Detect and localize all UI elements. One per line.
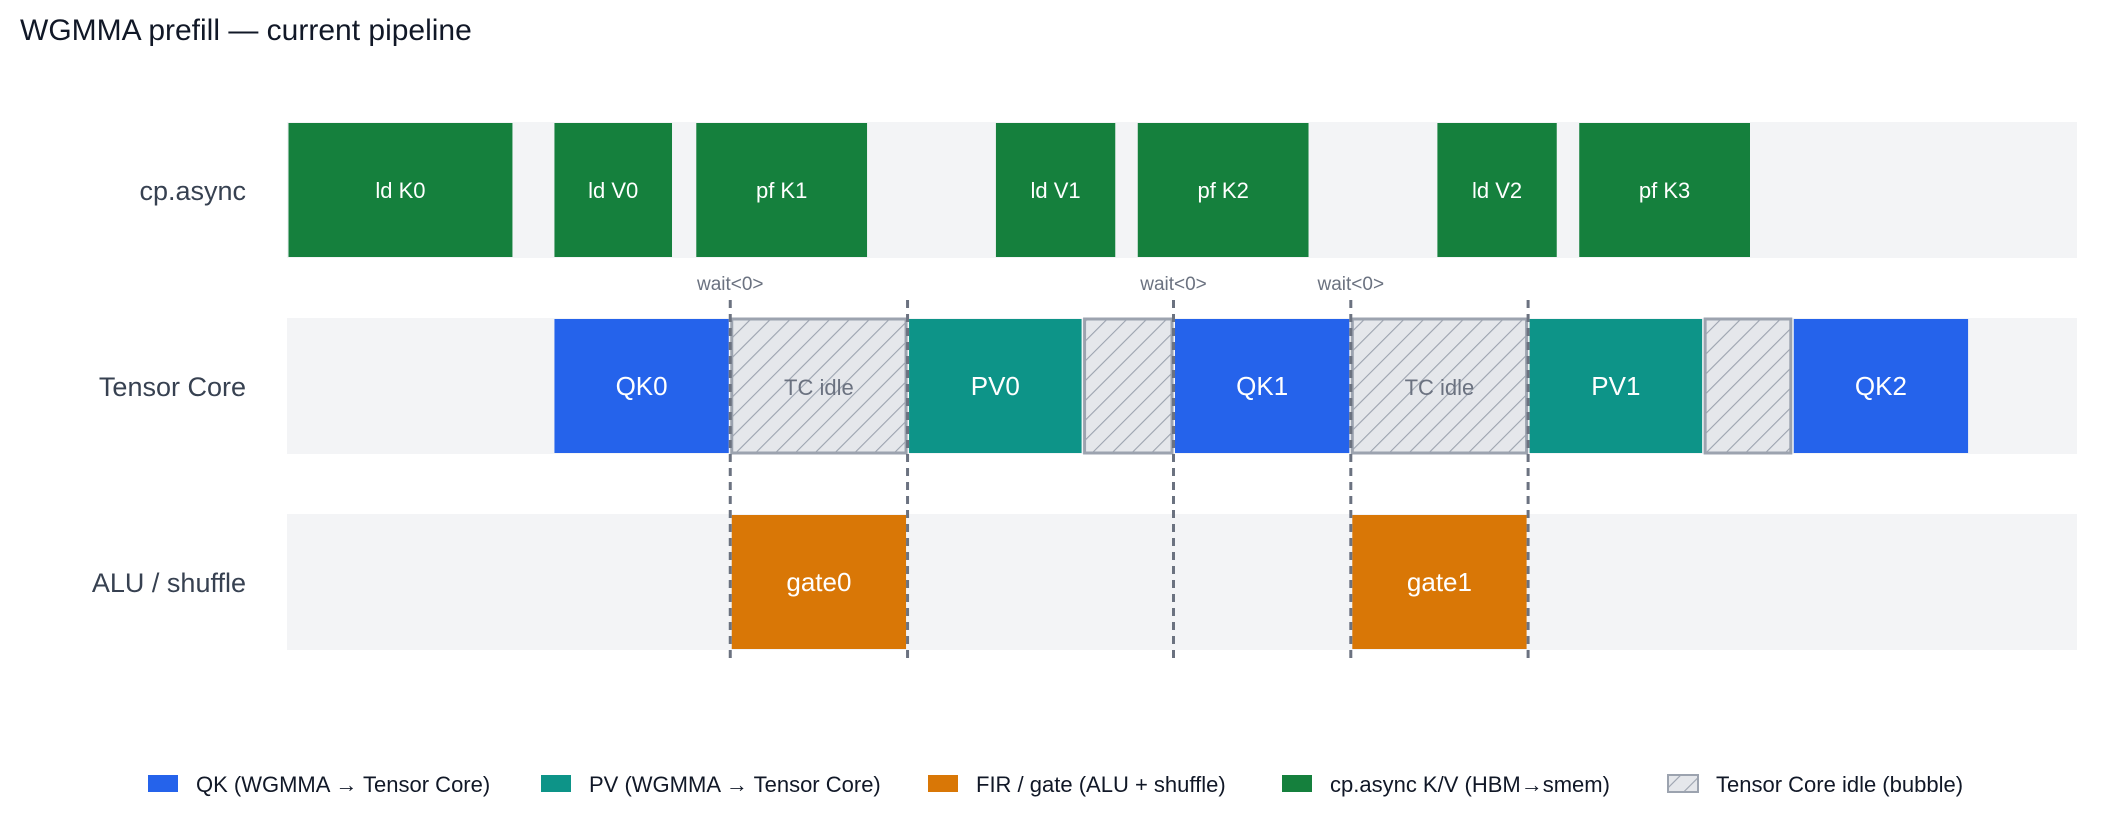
pv-block (909, 319, 1082, 453)
legend-swatch (148, 775, 178, 792)
legend-item-pv: PV (WGMMA → Tensor Core) (541, 772, 881, 797)
markers-layer: wait<0> wait<0> wait<0> (696, 274, 1530, 662)
wait-marker-label: wait<0> (696, 274, 764, 295)
pv-block (1529, 319, 1703, 453)
legend-item-idle: Tensor Core idle (bubble) (1667, 772, 1963, 797)
legend-swatch (541, 775, 571, 792)
legend-label: Tensor Core idle (bubble) (1716, 772, 1963, 797)
block-qk2: QK2 (1793, 319, 1969, 453)
legend-item-cpasync: cp.async K/V (HBM→smem) (1282, 772, 1610, 797)
wait-marker-label: wait<0> (1317, 274, 1385, 295)
block-label: TC idle (784, 375, 854, 400)
lane-label: Tensor Core (99, 372, 246, 402)
block-gate1: gate1 (1352, 515, 1527, 649)
block-label: ld V2 (1472, 178, 1522, 203)
lane-tensor: Tensor Core QK0 TC idle PV0 QK1 TC idle PV1 QK2 (99, 317, 2077, 455)
block-label: pf K1 (756, 178, 807, 203)
block-qk0: QK0 (554, 319, 729, 453)
block-pf-k3: pf K3 (1579, 123, 1750, 257)
block-label: gate1 (1407, 567, 1472, 597)
cpasync-block (1137, 123, 1309, 257)
block-label: pf K3 (1639, 178, 1690, 203)
block-label: ld V1 (1031, 178, 1081, 203)
cpasync-block (1437, 123, 1557, 257)
legend-swatch (1667, 774, 1699, 793)
block-pv0: PV0 (909, 319, 1082, 453)
block-pf-k1: pf K1 (696, 123, 868, 257)
qk-block (554, 319, 729, 453)
block-bubble (1703, 317, 1793, 455)
cpasync-block (995, 123, 1116, 257)
wait-marker-label: wait<0> (1139, 274, 1207, 295)
block-label: QK1 (1236, 371, 1288, 401)
block-label: TC idle (1405, 375, 1475, 400)
block-label: PV1 (1591, 371, 1640, 401)
tc-idle-block (1350, 317, 1529, 455)
block-label: ld V0 (588, 178, 638, 203)
legend-item-qk: QK (WGMMA → Tensor Core) (148, 772, 490, 797)
block-bubble (1083, 317, 1174, 455)
lanes-layer: cp.async ld K0 ld V0 pf K1 ld V1 pf K2 ld V2 pf… (92, 122, 2077, 650)
block-label: QK0 (616, 371, 668, 401)
diagram-title: WGMMA prefill — current pipeline (20, 14, 472, 47)
legend: QK (WGMMA → Tensor Core) PV (WGMMA → Tens… (148, 772, 1963, 797)
block-tc-idle: TC idle (1350, 317, 1529, 455)
block-pv1: PV1 (1529, 319, 1703, 453)
gate-block (731, 515, 907, 649)
block-tc-idle: TC idle (730, 317, 908, 455)
block-qk1: QK1 (1175, 319, 1350, 453)
block-ld-v1: ld V1 (995, 123, 1116, 257)
gate-block (1352, 515, 1527, 649)
legend-item-gate: FIR / gate (ALU + shuffle) (928, 772, 1226, 797)
block-ld-k0: ld K0 (288, 123, 513, 257)
tc-idle-block (1083, 317, 1174, 455)
legend-label: PV (WGMMA → Tensor Core) (589, 772, 881, 797)
lane-alu: ALU / shuffle gate0 gate1 (92, 514, 2077, 650)
block-label: gate0 (786, 567, 851, 597)
legend-label: cp.async K/V (HBM→smem) (1330, 772, 1610, 797)
legend-label: FIR / gate (ALU + shuffle) (976, 772, 1226, 797)
cpasync-block (696, 123, 868, 257)
block-label: ld K0 (375, 178, 425, 203)
cpasync-block (554, 123, 673, 257)
cpasync-block (288, 123, 513, 257)
lane-background (287, 514, 2077, 650)
tc-idle-block (1703, 317, 1793, 455)
qk-block (1175, 319, 1350, 453)
lane-label: cp.async (139, 176, 246, 206)
block-ld-v2: ld V2 (1437, 123, 1557, 257)
block-label: QK2 (1855, 371, 1907, 401)
lane-label: ALU / shuffle (92, 568, 246, 598)
block-ld-v0: ld V0 (554, 123, 673, 257)
block-label: pf K2 (1197, 178, 1248, 203)
block-gate0: gate0 (731, 515, 907, 649)
qk-block (1793, 319, 1969, 453)
block-pf-k2: pf K2 (1137, 123, 1309, 257)
legend-swatch (928, 775, 958, 792)
lane-cpasync: cp.async ld K0 ld V0 pf K1 ld V1 pf K2 ld V2 pf… (139, 122, 2077, 258)
legend-swatch (1282, 775, 1312, 792)
cpasync-block (1579, 123, 1750, 257)
legend-label: QK (WGMMA → Tensor Core) (196, 772, 490, 797)
block-label: PV0 (971, 371, 1020, 401)
